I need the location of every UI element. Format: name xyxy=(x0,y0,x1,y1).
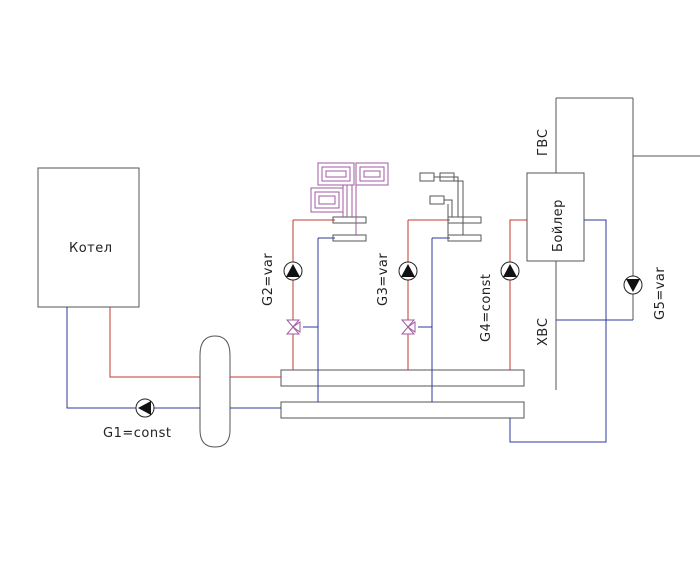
pump-g1-icon xyxy=(135,398,155,418)
circuit3-return-collector xyxy=(447,234,482,242)
pump-g5-icon xyxy=(623,275,643,295)
floor-heating-coils xyxy=(310,162,389,235)
boiler-label: Котел xyxy=(69,241,113,256)
boiler-supply-pipe xyxy=(109,307,200,378)
circuit2-supply-collector xyxy=(332,216,367,224)
cold-water-label: ХВС xyxy=(536,318,551,346)
storage-heater-label: Бойлер xyxy=(551,199,566,252)
three-way-valve-g3-icon xyxy=(400,319,416,335)
pump-g3-label: G3=var xyxy=(376,253,391,306)
pump-g4-icon xyxy=(500,261,520,281)
supply-manifold xyxy=(280,369,525,387)
pump-g3-icon xyxy=(398,261,418,281)
boiler-unit xyxy=(37,167,140,308)
pump-g5-label: G5=var xyxy=(653,267,668,320)
hydraulic-separator xyxy=(199,335,231,448)
pump-g1-label: G1=const xyxy=(103,426,171,441)
pump-g2-label: G2=var xyxy=(261,253,276,306)
pump-g2-icon xyxy=(283,261,303,281)
circuit2-return-collector xyxy=(332,234,367,242)
hot-water-label: ГВС xyxy=(536,129,551,156)
circuit4-return-pipe xyxy=(509,219,607,443)
return-manifold xyxy=(280,401,525,419)
three-way-valve-g2-icon xyxy=(285,319,301,335)
boiler-return-pipe xyxy=(66,307,200,409)
circuit3-supply-collector xyxy=(447,216,482,224)
circuit4-supply-pipe xyxy=(509,219,527,370)
radiators-icon xyxy=(419,172,464,235)
pump-g4-label: G4=const xyxy=(479,274,494,342)
